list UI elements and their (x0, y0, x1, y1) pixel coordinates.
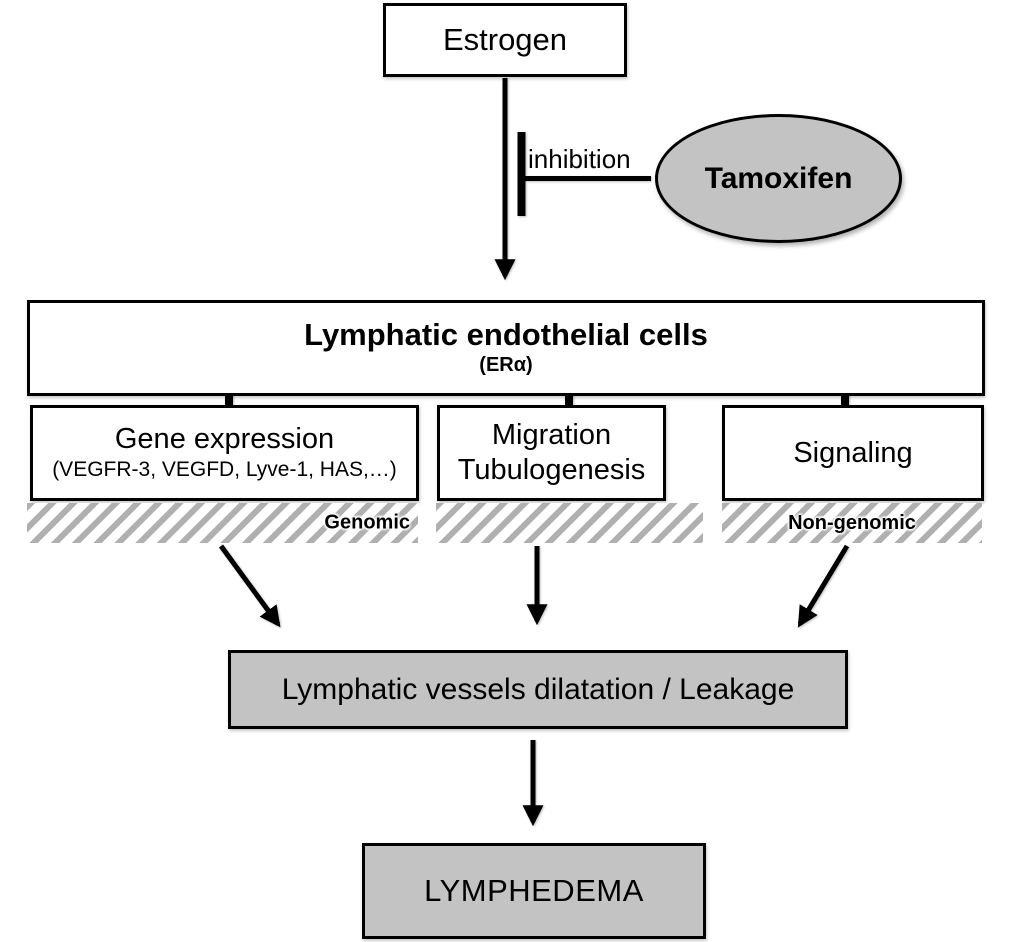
gene-expression-subtitle: (VEGFR-3, VEGFD, Lyve-1, HAS,…) (52, 458, 397, 482)
arrow-genomic-left-to-dilatation (218, 544, 281, 628)
lec-subtitle: (ERα) (479, 354, 533, 377)
signaling-label: Signaling (793, 436, 913, 469)
lec-title: Lymphatic endothelial cells (304, 316, 708, 352)
gene-expression-title: Gene expression (114, 422, 335, 455)
signaling-node: Signaling (722, 405, 984, 501)
inhibition-label: inhibition (528, 144, 631, 174)
estrogen-label: Estrogen (442, 22, 568, 57)
lymphedema-label: LYMPHEDEMA (424, 873, 644, 908)
estrogen-node: Estrogen (383, 3, 627, 77)
non-genomic-label: Non-genomic (788, 511, 916, 534)
lec-node: Lymphatic endothelial cells (ERα) (27, 300, 985, 396)
migration-line2: Tubulogenesis (457, 454, 646, 486)
genomic-label: Genomic (324, 511, 410, 534)
lymphedema-node: LYMPHEDEMA (362, 843, 706, 939)
migration-node: Migration Tubulogenesis (437, 405, 666, 501)
dilatation-node: Lymphatic vessels dilatation / Leakage (228, 650, 848, 729)
migration-line1: Migration (491, 419, 612, 452)
genomic-hatch-band-middle (436, 503, 703, 543)
genomic-hatch-band-left: Genomic (27, 503, 418, 543)
arrow-nongenomic-to-dilatation (797, 544, 850, 628)
tamoxifen-node: Tamoxifen (655, 114, 902, 243)
gene-expression-node: Gene expression (VEGFR-3, VEGFD, Lyve-1,… (30, 405, 419, 501)
tamoxifen-label: Tamoxifen (704, 161, 853, 195)
dilatation-label: Lymphatic vessels dilatation / Leakage (281, 672, 795, 706)
non-genomic-hatch-band: Non-genomic (722, 503, 982, 543)
